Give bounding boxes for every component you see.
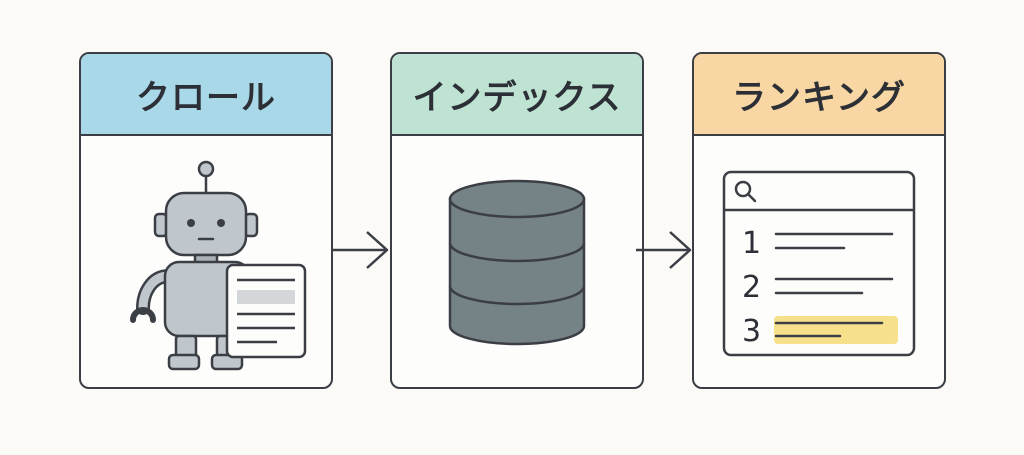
index-stage-body xyxy=(392,136,642,386)
database-icon xyxy=(448,179,586,346)
ranking-stage-title: ランキング xyxy=(732,77,906,118)
ranking-stage-card: ランキング 1 2 3 xyxy=(692,52,946,389)
ranking-stage-body: 1 2 3 xyxy=(694,136,944,386)
index-stage-card: インデックス xyxy=(390,52,644,389)
search-icon xyxy=(734,180,757,203)
crawl-stage-header: クロール xyxy=(81,54,331,136)
crawl-stage-card: クロール xyxy=(79,52,333,389)
search-results-icon: 1 2 3 xyxy=(722,170,916,357)
rank-number-3: 3 xyxy=(742,314,761,349)
index-stage-title: インデックス xyxy=(412,77,622,118)
crawl-stage-title: クロール xyxy=(136,77,276,118)
arrow-right-icon xyxy=(636,231,692,269)
rank-number-1: 1 xyxy=(742,226,761,261)
robot-with-document-icon xyxy=(130,160,307,371)
index-stage-header: インデックス xyxy=(392,54,642,136)
arrow-right-icon xyxy=(333,231,389,269)
rank-number-2: 2 xyxy=(742,270,761,305)
crawl-stage-body xyxy=(81,136,331,386)
document-icon xyxy=(225,263,307,359)
ranking-stage-header: ランキング xyxy=(694,54,944,136)
